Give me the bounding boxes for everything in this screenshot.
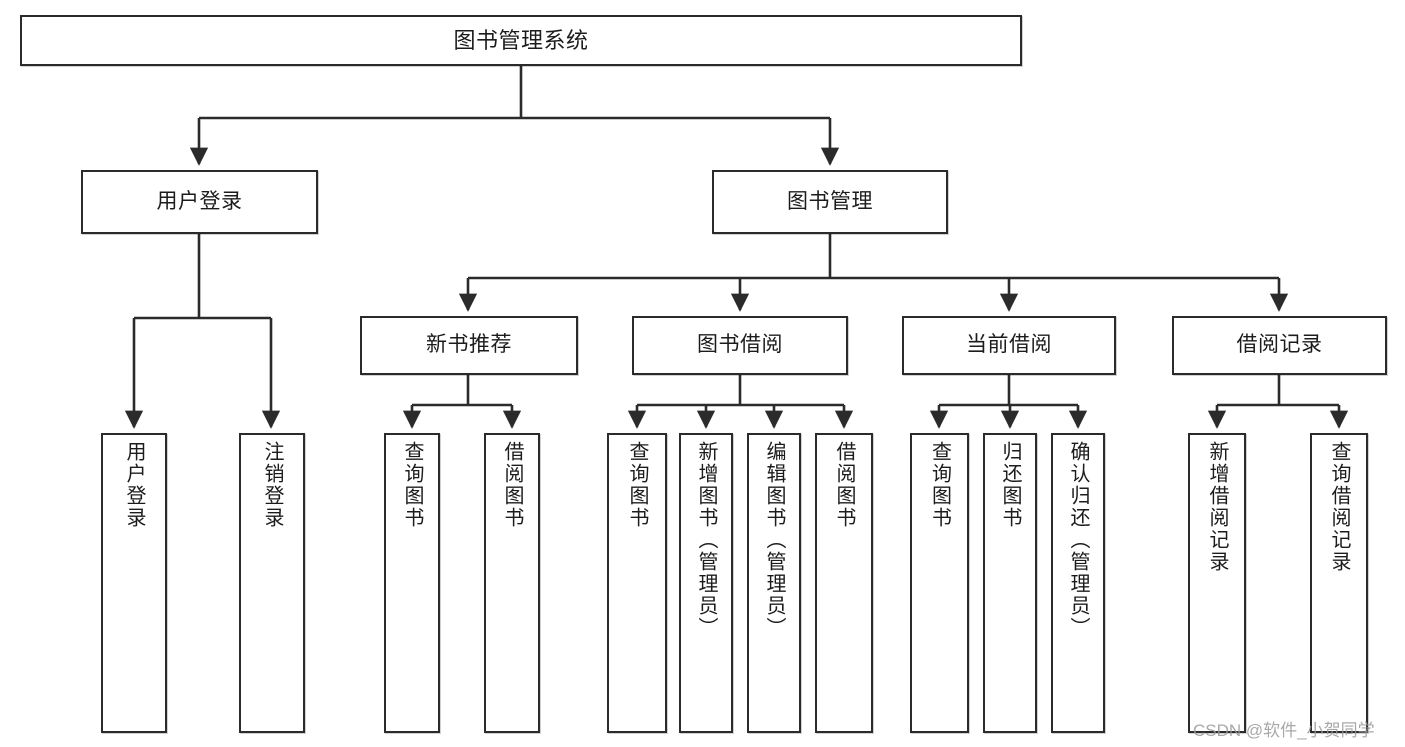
leaf-borrow-edit-book[interactable]: 编辑图书（管理员） — [747, 433, 801, 733]
leaf-new-book-query[interactable]: 查询图书 — [384, 433, 440, 733]
node-book-borrow-label: 图书借阅 — [697, 333, 783, 357]
leaf-record-add-label: 新增借阅记录 — [1206, 441, 1228, 573]
leaf-user-login-signin-label: 用户登录 — [123, 441, 145, 529]
node-book-borrow[interactable]: 图书借阅 — [632, 316, 848, 375]
node-root[interactable]: 图书管理系统 — [20, 15, 1022, 66]
leaf-record-query-label: 查询借阅记录 — [1328, 441, 1350, 573]
leaf-borrow-add-book-label: 新增图书（管理员） — [695, 441, 717, 639]
leaf-new-book-borrow-label: 借阅图书 — [501, 441, 523, 529]
leaf-borrow-add-book[interactable]: 新增图书（管理员） — [679, 433, 733, 733]
node-root-label: 图书管理系统 — [453, 27, 589, 53]
leaf-current-confirm-return[interactable]: 确认归还（管理员） — [1051, 433, 1105, 733]
leaf-borrow-edit-book-label: 编辑图书（管理员） — [763, 441, 785, 639]
node-user-login[interactable]: 用户登录 — [81, 170, 318, 234]
leaf-record-add[interactable]: 新增借阅记录 — [1188, 433, 1246, 733]
node-book-management-label: 图书管理 — [787, 189, 873, 213]
node-new-book-recommend-label: 新书推荐 — [426, 333, 512, 357]
leaf-borrow-borrow-book-label: 借阅图书 — [833, 441, 855, 529]
leaf-user-login-signin[interactable]: 用户登录 — [101, 433, 167, 733]
leaf-record-query[interactable]: 查询借阅记录 — [1310, 433, 1368, 733]
leaf-user-login-signout[interactable]: 注销登录 — [239, 433, 305, 733]
leaf-current-return[interactable]: 归还图书 — [983, 433, 1037, 733]
node-borrow-record-label: 借阅记录 — [1236, 333, 1323, 357]
node-current-borrow-label: 当前借阅 — [966, 333, 1052, 357]
node-book-management[interactable]: 图书管理 — [712, 170, 948, 234]
leaf-user-login-signout-label: 注销登录 — [261, 441, 283, 529]
leaf-current-confirm-return-label: 确认归还（管理员） — [1067, 441, 1089, 639]
node-borrow-record[interactable]: 借阅记录 — [1172, 316, 1387, 375]
leaf-current-query-label: 查询图书 — [928, 441, 951, 529]
leaf-borrow-query[interactable]: 查询图书 — [607, 433, 667, 733]
leaf-new-book-borrow[interactable]: 借阅图书 — [484, 433, 540, 733]
node-new-book-recommend[interactable]: 新书推荐 — [360, 316, 578, 375]
leaf-current-return-label: 归还图书 — [999, 441, 1021, 529]
leaf-borrow-query-label: 查询图书 — [626, 441, 648, 529]
watermark-text: CSDN @软件_小贺同学 — [1193, 721, 1375, 740]
node-user-login-label: 用户登录 — [156, 189, 243, 213]
leaf-borrow-borrow-book[interactable]: 借阅图书 — [815, 433, 873, 733]
leaf-current-query[interactable]: 查询图书 — [910, 433, 969, 733]
node-current-borrow[interactable]: 当前借阅 — [902, 316, 1116, 375]
leaf-new-book-query-label: 查询图书 — [401, 441, 423, 529]
